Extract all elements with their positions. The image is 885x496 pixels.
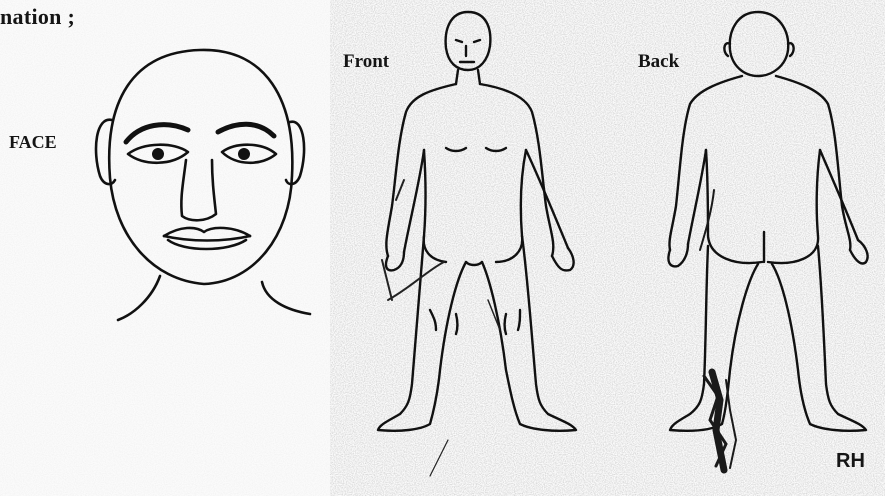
rh-label: RH xyxy=(836,451,865,471)
back-label: Back xyxy=(638,52,679,71)
back-right-leg xyxy=(772,246,866,431)
front-label: Front xyxy=(343,52,389,71)
back-left-leg xyxy=(670,246,758,431)
back-right-hand xyxy=(850,240,868,264)
back-head xyxy=(730,12,788,76)
face-label: FACE xyxy=(9,133,57,151)
back-left-hand xyxy=(668,244,688,266)
heading-fragment: nation ; xyxy=(0,6,75,28)
